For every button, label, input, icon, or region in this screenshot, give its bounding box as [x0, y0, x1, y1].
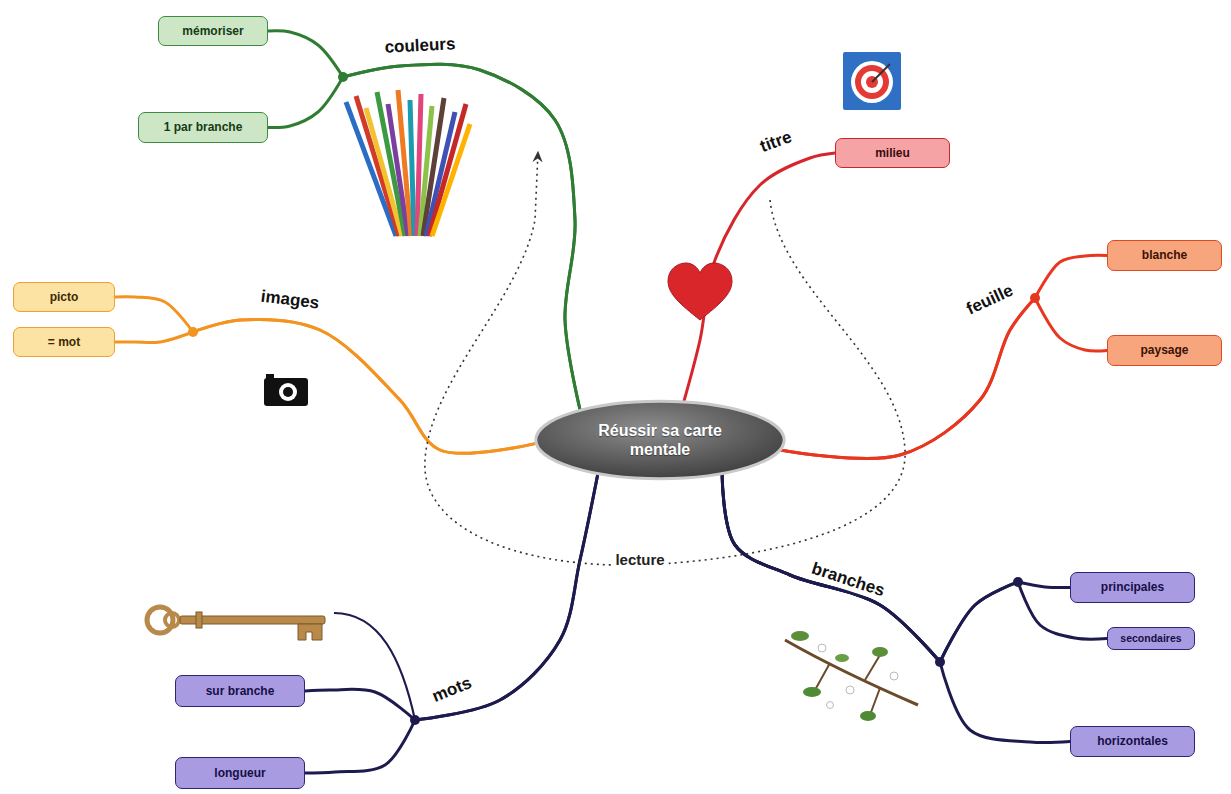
branch-connector [115, 297, 536, 454]
junction-dot [338, 72, 348, 82]
branch-connector [268, 31, 580, 411]
keyword-text: = mot [48, 335, 80, 350]
blossom [827, 702, 834, 709]
branch-label: couleurs [381, 34, 459, 58]
blossom [846, 686, 854, 694]
branch-label: feuille [961, 279, 1019, 320]
branch-connector [780, 255, 1107, 458]
pencil [429, 104, 466, 236]
keyword-box: picto [13, 282, 115, 312]
keyword-text: milieu [875, 146, 910, 161]
heart-icon [668, 263, 732, 320]
junction-dot [1030, 293, 1040, 303]
key-bit [298, 624, 322, 640]
keyword-text: horizontales [1097, 734, 1168, 749]
key-bow [165, 613, 179, 627]
keyword-box: blanche [1107, 240, 1222, 271]
ellipse-shape [536, 401, 784, 478]
keyword-box: principales [1070, 572, 1195, 603]
pencil [432, 124, 470, 236]
twig-stem [815, 655, 880, 715]
icon-background [843, 52, 901, 110]
blossom [818, 644, 826, 652]
key-collar [196, 612, 202, 628]
keyword-box: paysage [1107, 335, 1222, 366]
target-ring [855, 65, 889, 99]
keyword-text: sur branche [206, 684, 275, 699]
dart [872, 64, 890, 82]
junction-dot [410, 715, 420, 725]
central-topic-ellipse: Réussir sa carte mentale [532, 398, 788, 482]
branch-connector [305, 473, 598, 720]
central-topic-text: Réussir sa carte mentale [585, 421, 735, 459]
keyword-text: blanche [1142, 248, 1187, 263]
key-bow [147, 607, 173, 633]
keyword-text: secondaires [1120, 631, 1181, 646]
key-image [147, 607, 325, 640]
branch-label: branches [806, 558, 890, 602]
junction-dot [1013, 577, 1023, 587]
pencil [410, 100, 414, 236]
keyword-text: picto [50, 290, 79, 305]
branch-connector [268, 64, 580, 410]
ellipse-outline [532, 398, 788, 482]
branch-label: titre [755, 126, 798, 158]
leaf [872, 647, 888, 657]
keyword-text: paysage [1140, 343, 1188, 358]
keyword-text: principales [1101, 580, 1164, 595]
keyword-box: sur branche [175, 675, 305, 707]
target-ring [851, 61, 893, 103]
camera-icon [264, 374, 308, 406]
branch-connector [115, 319, 536, 453]
twig-image [785, 631, 918, 721]
branch-connector [780, 298, 1107, 458]
leaf [835, 654, 849, 662]
colored-pencils [346, 90, 470, 236]
branch-label: images [257, 286, 324, 314]
keyword-text: 1 par branche [164, 120, 243, 135]
leaf [791, 631, 809, 641]
leader-line [334, 613, 415, 720]
keyword-box: 1 par branche [138, 112, 268, 143]
keyword-text: longueur [214, 766, 265, 781]
keyword-box: milieu [835, 138, 950, 168]
camera-body [264, 378, 308, 406]
keyword-text: mémoriser [182, 24, 243, 39]
target-icon [843, 52, 901, 110]
camera-lens [279, 383, 297, 401]
path-label: lecture [611, 551, 668, 569]
twig-stem [785, 640, 918, 705]
keyword-box: secondaires [1107, 627, 1195, 650]
branch-label: mots [427, 672, 478, 708]
keyword-box: longueur [175, 757, 305, 789]
junction-dot [935, 657, 945, 667]
keyword-box: = mot [13, 327, 115, 357]
reading-direction-arrow [425, 152, 905, 565]
leaf [860, 711, 876, 721]
keyword-box: horizontales [1070, 726, 1195, 757]
branch-connector [722, 473, 1070, 742]
leaf [803, 687, 821, 697]
junction-dot [188, 327, 198, 337]
camera-lens [283, 387, 293, 397]
keyword-box: mémoriser [158, 16, 268, 46]
blossom [890, 672, 898, 680]
